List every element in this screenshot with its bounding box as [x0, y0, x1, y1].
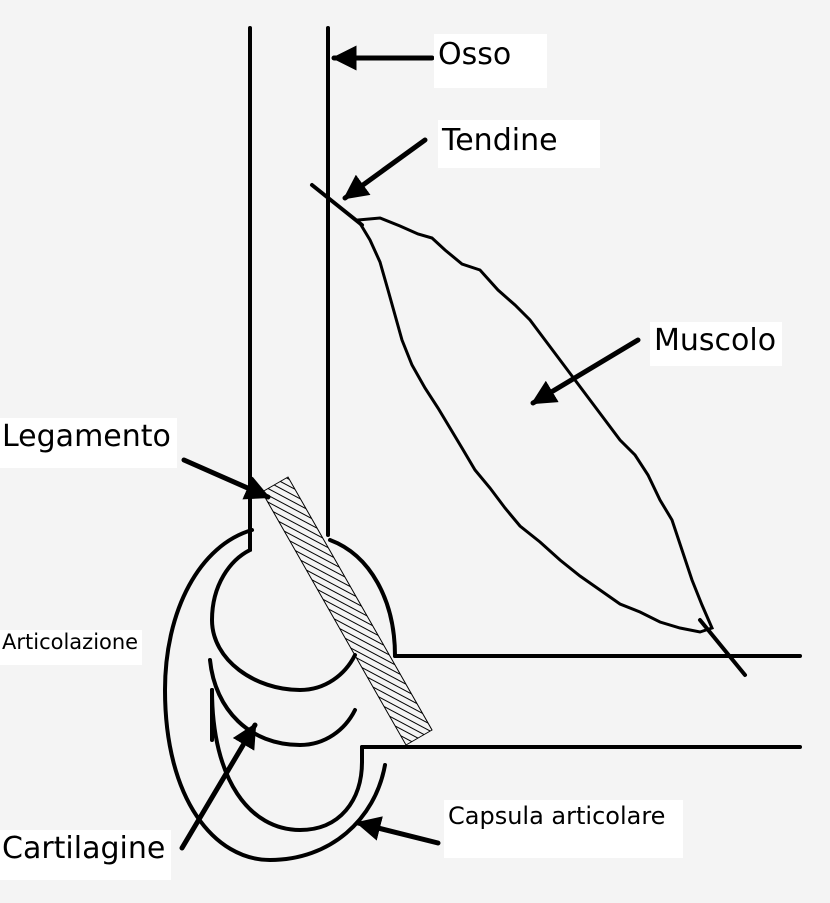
- tendon-upper: [310, 183, 364, 227]
- arrow-tendine: [342, 137, 428, 201]
- arrow-capsula: [355, 816, 441, 846]
- muscle: [355, 216, 715, 634]
- label-osso: Osso: [434, 34, 548, 88]
- label-tendine: Tendine: [438, 120, 600, 168]
- ligament: [261, 476, 433, 746]
- cartilage-outer: [210, 688, 364, 833]
- label-legamento: Legamento: [0, 418, 177, 468]
- label-capsula-articolare: Capsula articolare: [444, 800, 684, 858]
- label-articolazione: Articolazione: [0, 630, 143, 665]
- arrow-legamento: [181, 457, 271, 500]
- joint-capsule: [162, 528, 397, 863]
- cartilage-inner: [208, 658, 357, 748]
- label-muscolo: Muscolo: [650, 322, 783, 366]
- arrow-muscolo: [530, 337, 641, 406]
- arrow-cartilagine: [179, 722, 258, 851]
- bone-head: [209, 523, 357, 693]
- label-cartilagine: Cartilagine: [0, 830, 172, 880]
